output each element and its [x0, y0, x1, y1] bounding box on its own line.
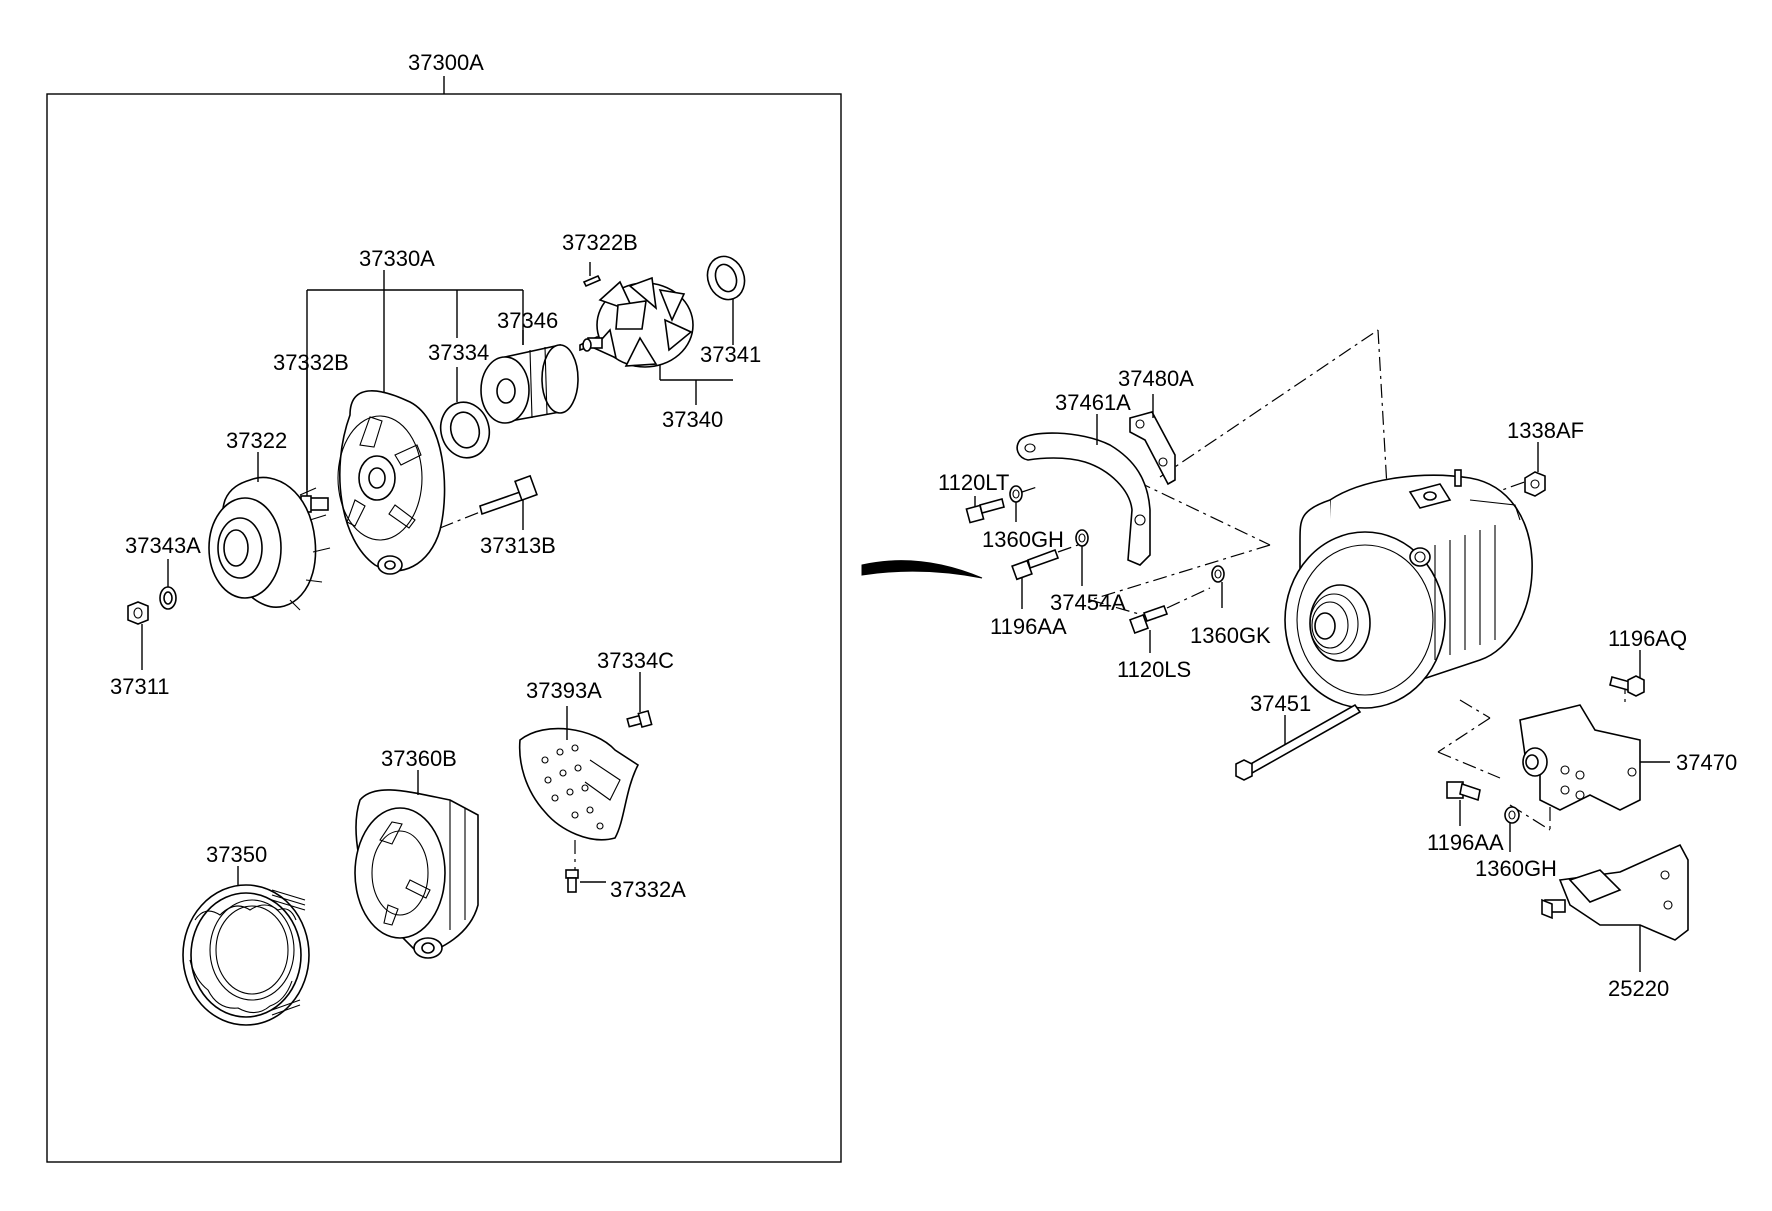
label-37470: 37470 — [1676, 750, 1737, 775]
label-37461A: 37461A — [1055, 390, 1131, 415]
label-37322B: 37322B — [562, 230, 638, 255]
label-1196AA-bottom: 1196AA — [1427, 830, 1504, 855]
main-alternator — [1284, 469, 1533, 709]
label-37332B: 37332B — [273, 350, 349, 375]
part-37343A-washer — [159, 559, 177, 610]
label-37340: 37340 — [662, 407, 723, 432]
part-1360GH-washer — [1009, 485, 1041, 522]
label-37322: 37322 — [226, 428, 287, 453]
label-37350: 37350 — [206, 842, 267, 867]
part-37311-nut — [127, 601, 149, 670]
label-1120LT: 1120LT — [938, 470, 1009, 495]
label-37343A: 37343A — [125, 533, 201, 558]
part-37470-bracket — [1519, 704, 1670, 811]
label-37334C: 37334C — [597, 648, 674, 673]
part-37322B-key — [582, 262, 602, 288]
label-37393A: 37393A — [526, 678, 602, 703]
part-37322-fan — [208, 452, 331, 611]
cover-holes — [541, 744, 604, 830]
label-37334: 37334 — [428, 340, 489, 365]
part-37330A-front-housing — [337, 390, 446, 575]
part-37461A-bracket — [1016, 414, 1151, 566]
part-37334-bearing — [439, 367, 491, 459]
part-1120LT-bolt — [965, 496, 1005, 524]
label-1338AF: 1338AF — [1507, 418, 1584, 443]
part-37360B-rear-housing — [354, 770, 479, 959]
label-37346: 37346 — [497, 308, 558, 333]
part-1120LS-bolt — [1129, 587, 1211, 653]
part-37313B-bolt — [439, 474, 538, 530]
label-37313B: 37313B — [480, 533, 556, 558]
label-1360GK: 1360GK — [1190, 623, 1271, 648]
label-37360B: 37360B — [381, 746, 457, 771]
part-1196AA-bolt — [1011, 544, 1079, 609]
part-1338AF-nut — [1524, 442, 1546, 497]
label-37330A: 37330A — [359, 246, 435, 271]
label-37454A: 37454A — [1050, 590, 1126, 615]
label-1360GH-top: 1360GH — [982, 527, 1064, 552]
part-labels: 37300A 37330A 37322B 37346 37332B 37334 … — [110, 50, 1737, 1001]
part-37451-long-bolt — [1235, 703, 1362, 781]
part-37341-bearing — [706, 255, 746, 301]
part-1360GK-washer — [1211, 565, 1225, 608]
label-37341: 37341 — [700, 342, 761, 367]
part-37332B-bolt — [300, 362, 329, 513]
part-1196AQ-bolt — [1609, 650, 1645, 697]
part-37340-rotor — [579, 276, 694, 368]
label-37480A: 37480A — [1118, 366, 1194, 391]
part-37393A-cover — [518, 706, 640, 870]
part-25220-tensioner — [1541, 843, 1689, 972]
label-1120LS: 1120LS — [1117, 657, 1191, 682]
part-37346-spacer — [480, 330, 579, 424]
label-1196AA-left: 1196AA — [990, 614, 1067, 639]
part-37332A-screw — [565, 869, 606, 893]
part-37350-stator — [182, 866, 310, 1026]
part-37334C-screw — [626, 672, 653, 729]
part-37480A-bracket — [1129, 394, 1176, 486]
part-37454A-washer — [1075, 529, 1089, 586]
part-1360GH-washer-2 — [1504, 806, 1520, 852]
label-37332A: 37332A — [610, 877, 686, 902]
label-37451: 37451 — [1250, 691, 1311, 716]
label-1360GH-bottom: 1360GH — [1475, 856, 1557, 881]
label-25220: 25220 — [1608, 976, 1669, 1001]
label-1196AQ: 1196AQ — [1608, 626, 1687, 651]
direction-arrow — [861, 560, 983, 579]
part-1196AA-bolt-2 — [1446, 781, 1481, 826]
label-37311: 37311 — [110, 674, 170, 699]
assembly-frame — [46, 76, 842, 1163]
label-37300A: 37300A — [408, 50, 484, 75]
